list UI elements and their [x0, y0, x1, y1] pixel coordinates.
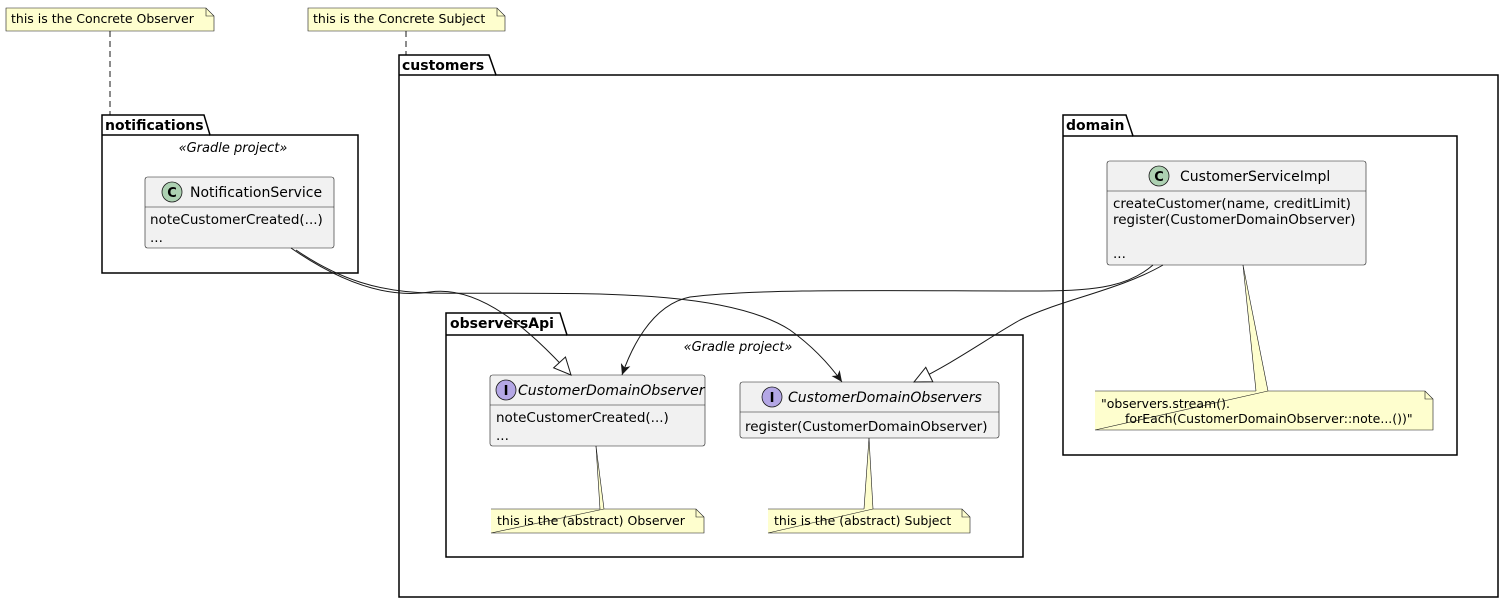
class-member: noteCustomerCreated(...): [150, 212, 323, 228]
class-customer-service-impl[interactable]: C CustomerServiceImpl createCustomer(nam…: [1106, 160, 1367, 266]
edge-uses-observers: [295, 249, 843, 383]
class-member: ...: [1113, 246, 1126, 262]
note-concrete-subject-text: this is the Concrete Subject: [313, 11, 485, 26]
edge-implements-observer: [290, 247, 572, 376]
class-circle-icon: [1148, 165, 1170, 187]
interface-name: CustomerDomainObservers: [788, 390, 982, 406]
package-observersapi: observersApi «Gradle project»: [445, 312, 1024, 558]
interface-name: CustomerDomainObserver: [518, 383, 706, 399]
note-abstract-subject-text: this is the (abstract) Subject: [774, 513, 951, 528]
note-abstract-observer-text: this is the (abstract) Observer: [497, 513, 686, 528]
class-member: ...: [496, 428, 509, 444]
package-domain: domain: [1062, 114, 1458, 456]
edge-implements-observers: [912, 264, 1164, 383]
interface-customer-domain-observer[interactable]: I CustomerDomainObserver noteCustomerCre…: [489, 374, 706, 447]
interface-customer-domain-observers[interactable]: I CustomerDomainObservers register(Custo…: [739, 381, 1000, 439]
interface-circle-icon: [761, 386, 783, 408]
package-customers: customers: [398, 54, 1499, 598]
edge-uses-observer: [620, 264, 1154, 376]
class-member: createCustomer(name, creditLimit): [1113, 196, 1351, 212]
package-domain-title: domain: [1066, 118, 1124, 134]
class-member: noteCustomerCreated(...): [496, 410, 669, 426]
note-abstract-observer: this is the (abstract) Observer: [490, 445, 705, 534]
class-kind-letter: C: [1154, 170, 1164, 185]
class-kind-letter: I: [770, 391, 775, 406]
package-notifications: notifications «Gradle project»: [101, 114, 359, 274]
note-concrete-subject: this is the Concrete Subject: [307, 7, 506, 32]
note-concrete-observer: this is the Concrete Observer: [5, 7, 215, 32]
class-member: ...: [150, 230, 163, 246]
note-observers-stream: "observers.stream(). forEach(CustomerDom…: [1094, 264, 1434, 431]
class-notification-service[interactable]: C NotificationService noteCustomerCreate…: [144, 176, 335, 249]
class-member: register(CustomerDomainObserver): [1113, 212, 1356, 228]
package-customers-title: customers: [402, 58, 484, 74]
package-notifications-title: notifications: [105, 118, 204, 134]
class-member: register(CustomerDomainObserver): [745, 419, 988, 435]
note-concrete-observer-text: this is the Concrete Observer: [11, 11, 195, 26]
note-abstract-subject: this is the (abstract) Subject: [767, 437, 971, 534]
package-notifications-stereotype: «Gradle project»: [179, 141, 288, 156]
package-observersapi-stereotype: «Gradle project»: [684, 340, 793, 355]
class-circle-icon: [161, 181, 183, 203]
class-name: NotificationService: [190, 185, 322, 201]
class-name: CustomerServiceImpl: [1180, 169, 1330, 185]
interface-circle-icon: [495, 379, 517, 401]
package-observersapi-title: observersApi: [450, 316, 554, 332]
note-stream-line-1: "observers.stream().: [1101, 396, 1230, 411]
note-stream-line-2: forEach(CustomerDomainObserver::note...(…: [1125, 411, 1413, 426]
class-kind-letter: C: [167, 186, 177, 201]
class-kind-letter: I: [504, 384, 509, 399]
